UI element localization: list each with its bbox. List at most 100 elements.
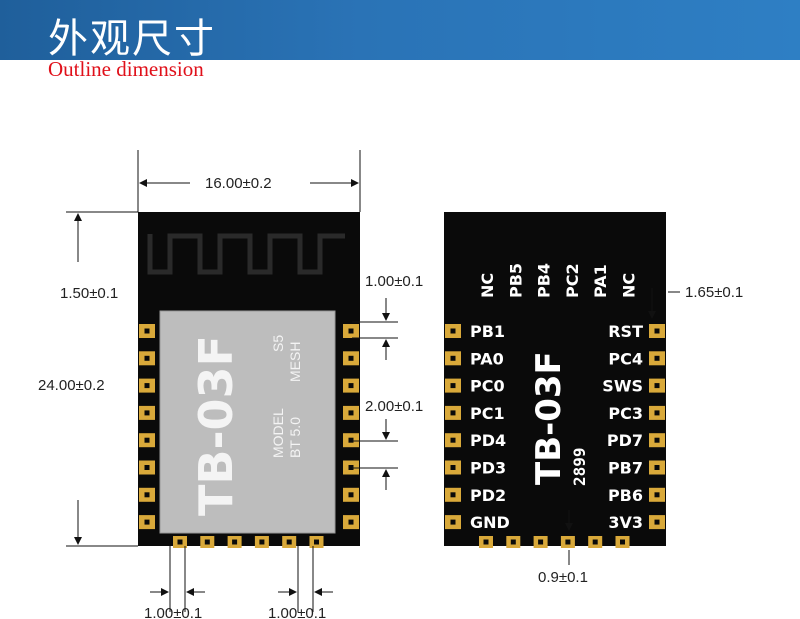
front-right-pads xyxy=(343,324,359,530)
front-right-pad-hole xyxy=(348,492,354,498)
right-pin-label: 3V3 xyxy=(608,513,643,532)
dim-width-label: 16.00±0.2 xyxy=(205,175,272,192)
back-left-pad-hole xyxy=(450,328,456,334)
front-bottom-pad-hole xyxy=(177,539,183,545)
width-dimension: 16.00±0.2 xyxy=(137,150,361,212)
back-left-pad-hole xyxy=(450,410,456,416)
front-left-pad-hole xyxy=(144,465,150,470)
shield-line3: S5 xyxy=(270,335,286,352)
shield-line2: BT 5.0 xyxy=(287,417,303,458)
front-left-pad-hole xyxy=(144,355,150,361)
left-pin-label: GND xyxy=(470,513,510,532)
front-right-pad-hole xyxy=(348,355,354,361)
front-right-pad-hole xyxy=(348,437,354,443)
front-left-pad-hole xyxy=(144,437,150,443)
left-height-dimensions: 1.50±0.1 24.00±0.2 xyxy=(38,211,138,547)
back-left-pad-hole xyxy=(450,465,456,470)
page-subtitle: Outline dimension xyxy=(48,57,204,81)
back-left-pad-hole xyxy=(450,383,456,389)
front-left-pad-hole xyxy=(144,383,150,389)
back-right-pad-hole xyxy=(654,519,660,525)
back-bottom-pads xyxy=(479,536,630,548)
back-right-pad-hole xyxy=(654,465,660,470)
top-pin-label: PB5 xyxy=(506,263,525,298)
back-right-pads xyxy=(649,324,665,530)
back-right-pad-hole xyxy=(654,410,660,416)
bottom-pin-dimensions: 1.00±0.1 1.00±0.1 xyxy=(144,546,333,619)
dim-bottom-a-label: 1.00±0.1 xyxy=(144,605,202,619)
front-right-pad-hole xyxy=(348,519,354,525)
front-left-pad-hole xyxy=(144,519,150,525)
front-bottom-pad-hole xyxy=(232,539,238,545)
right-pin-label: PC3 xyxy=(608,404,643,423)
left-pin-label: PC0 xyxy=(470,377,505,396)
dim-right-offset-label: 1.65±0.1 xyxy=(685,284,743,301)
back-right-pad-hole xyxy=(654,492,660,498)
right-pin-label: PB6 xyxy=(608,486,643,505)
top-pin-label: PC2 xyxy=(563,263,582,298)
back-bottom-pad-hole xyxy=(483,539,489,545)
shield-line1: MODEL xyxy=(270,408,286,458)
header-banner: 外观尺寸 xyxy=(0,0,800,62)
antenna-trace xyxy=(147,233,345,275)
back-code: 2899 xyxy=(570,447,589,486)
front-right-pad-hole xyxy=(348,383,354,389)
front-right-pad-hole xyxy=(348,328,354,334)
front-left-pads xyxy=(139,324,155,530)
left-pin-label: PB1 xyxy=(470,322,505,341)
shield-line4: MESH xyxy=(287,342,303,382)
right-pin-label: PB7 xyxy=(608,459,643,478)
left-pin-label: PA0 xyxy=(470,349,504,368)
front-bottom-pad-hole xyxy=(286,539,292,545)
back-dimensions: 1.65±0.1 0.9±0.1 xyxy=(538,284,743,586)
pin-pitch-dimensions: 1.00±0.1 2.00±0.1 xyxy=(352,273,423,490)
back-left-pad-hole xyxy=(450,355,456,361)
front-bottom-pad-hole xyxy=(204,539,210,545)
front-view: TB-03F MODEL BT 5.0 S5 MESH xyxy=(138,212,360,548)
dim-pin-edge-label: 1.00±0.1 xyxy=(365,273,423,290)
back-right-pad-hole xyxy=(654,355,660,361)
left-pin-label: PD4 xyxy=(470,431,506,450)
back-right-pad-hole xyxy=(654,437,660,443)
back-bottom-pad-hole xyxy=(510,539,516,545)
front-left-pad-hole xyxy=(144,410,150,416)
back-model: TB-03F xyxy=(529,351,569,485)
dim-pad-width-label: 0.9±0.1 xyxy=(538,569,588,586)
back-left-pad-hole xyxy=(450,437,456,443)
right-pin-label: SWS xyxy=(602,377,643,396)
back-right-pad-hole xyxy=(654,328,660,334)
back-board xyxy=(444,212,666,546)
left-pin-label: PD3 xyxy=(470,459,506,478)
front-left-pad-hole xyxy=(144,492,150,498)
page-title: 外观尺寸 xyxy=(48,16,216,62)
dim-bottom-b-label: 1.00±0.1 xyxy=(268,605,326,619)
back-left-pad-hole xyxy=(450,492,456,498)
top-pin-label: NC xyxy=(478,273,497,298)
right-pin-label: PC4 xyxy=(608,349,643,368)
top-pin-label: PB4 xyxy=(535,263,554,298)
front-right-pad-hole xyxy=(348,410,354,416)
back-left-pad-hole xyxy=(450,519,456,525)
left-pin-label: PD2 xyxy=(470,486,506,505)
dim-antenna-label: 1.50±0.1 xyxy=(60,285,118,302)
back-right-pad-hole xyxy=(654,383,660,389)
back-bottom-pad-hole xyxy=(620,539,625,545)
rf-shield xyxy=(159,310,336,534)
shield-model: TB-03F xyxy=(189,335,243,516)
back-bottom-pad-hole xyxy=(565,539,571,545)
front-bottom-pads xyxy=(173,536,324,548)
dim-body-label: 24.00±0.2 xyxy=(38,377,105,394)
back-left-pads xyxy=(445,324,461,530)
front-bottom-pad-hole xyxy=(314,539,319,545)
back-bottom-pad-hole xyxy=(538,539,544,545)
front-right-pad-hole xyxy=(348,465,354,470)
front-left-pad-hole xyxy=(144,328,150,334)
top-pin-label: NC xyxy=(620,273,639,298)
right-pin-label: RST xyxy=(608,322,643,341)
back-bottom-pad-hole xyxy=(592,539,598,545)
front-bottom-pad-hole xyxy=(259,539,265,545)
